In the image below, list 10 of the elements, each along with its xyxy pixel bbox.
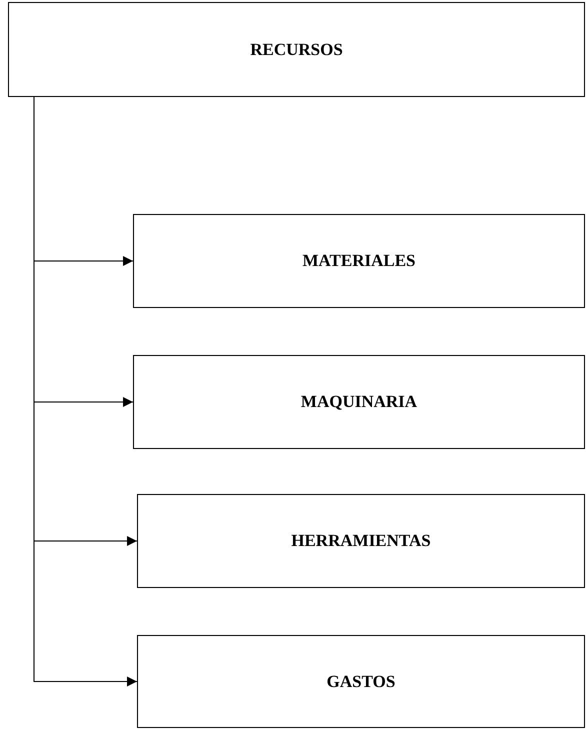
box-label: MAQUINARIA xyxy=(300,392,418,412)
box-label: RECURSOS xyxy=(250,40,343,60)
box-label: HERRAMIENTAS xyxy=(291,531,431,551)
box-label: MATERIALES xyxy=(302,251,416,271)
process-box xyxy=(133,214,585,308)
process-box xyxy=(137,494,585,588)
box-label: GASTOS xyxy=(326,672,396,692)
process-box xyxy=(8,2,585,97)
process-box xyxy=(133,355,585,449)
process-box xyxy=(137,635,585,728)
